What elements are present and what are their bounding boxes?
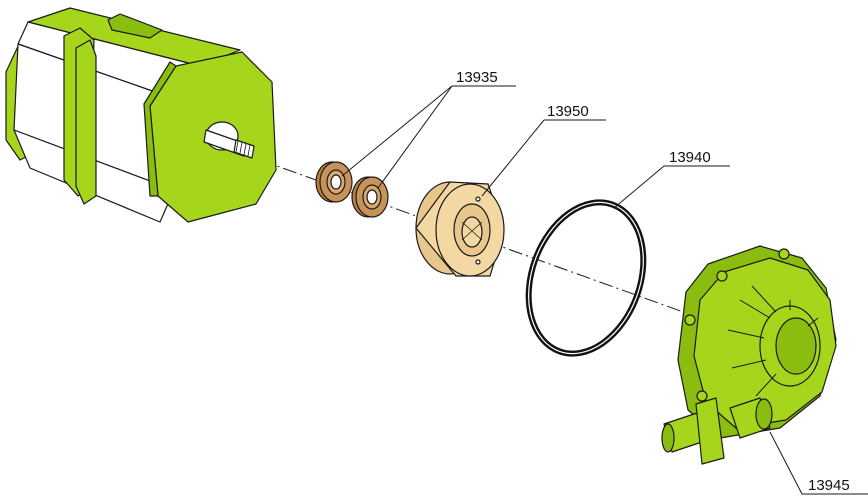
motor-band-right (107, 13, 163, 39)
bearing-left (315, 161, 353, 203)
leader-13950 (481, 119, 545, 197)
part-label-13950: 13950 (547, 103, 589, 120)
leader-13940 (613, 165, 665, 209)
leader-13935-a (341, 85, 453, 177)
pump-housing (661, 245, 837, 465)
motor-shaft-thread (233, 139, 255, 159)
flange (415, 181, 505, 277)
o-ring (525, 199, 647, 357)
motor-assembly (5, 7, 277, 223)
leader-13945 (769, 431, 803, 495)
part-label-13945: 13945 (808, 477, 850, 494)
bearing-right (351, 176, 389, 218)
pump-outlet-flange (695, 397, 725, 465)
leader-lines (341, 85, 868, 495)
motor-band-right-side (75, 39, 97, 205)
bearings (315, 161, 389, 218)
leader-13935-b (377, 85, 453, 189)
part-label-13935: 13935 (456, 69, 498, 86)
part-label-13940: 13940 (669, 149, 711, 166)
motor-front-cap-rim (143, 61, 177, 197)
